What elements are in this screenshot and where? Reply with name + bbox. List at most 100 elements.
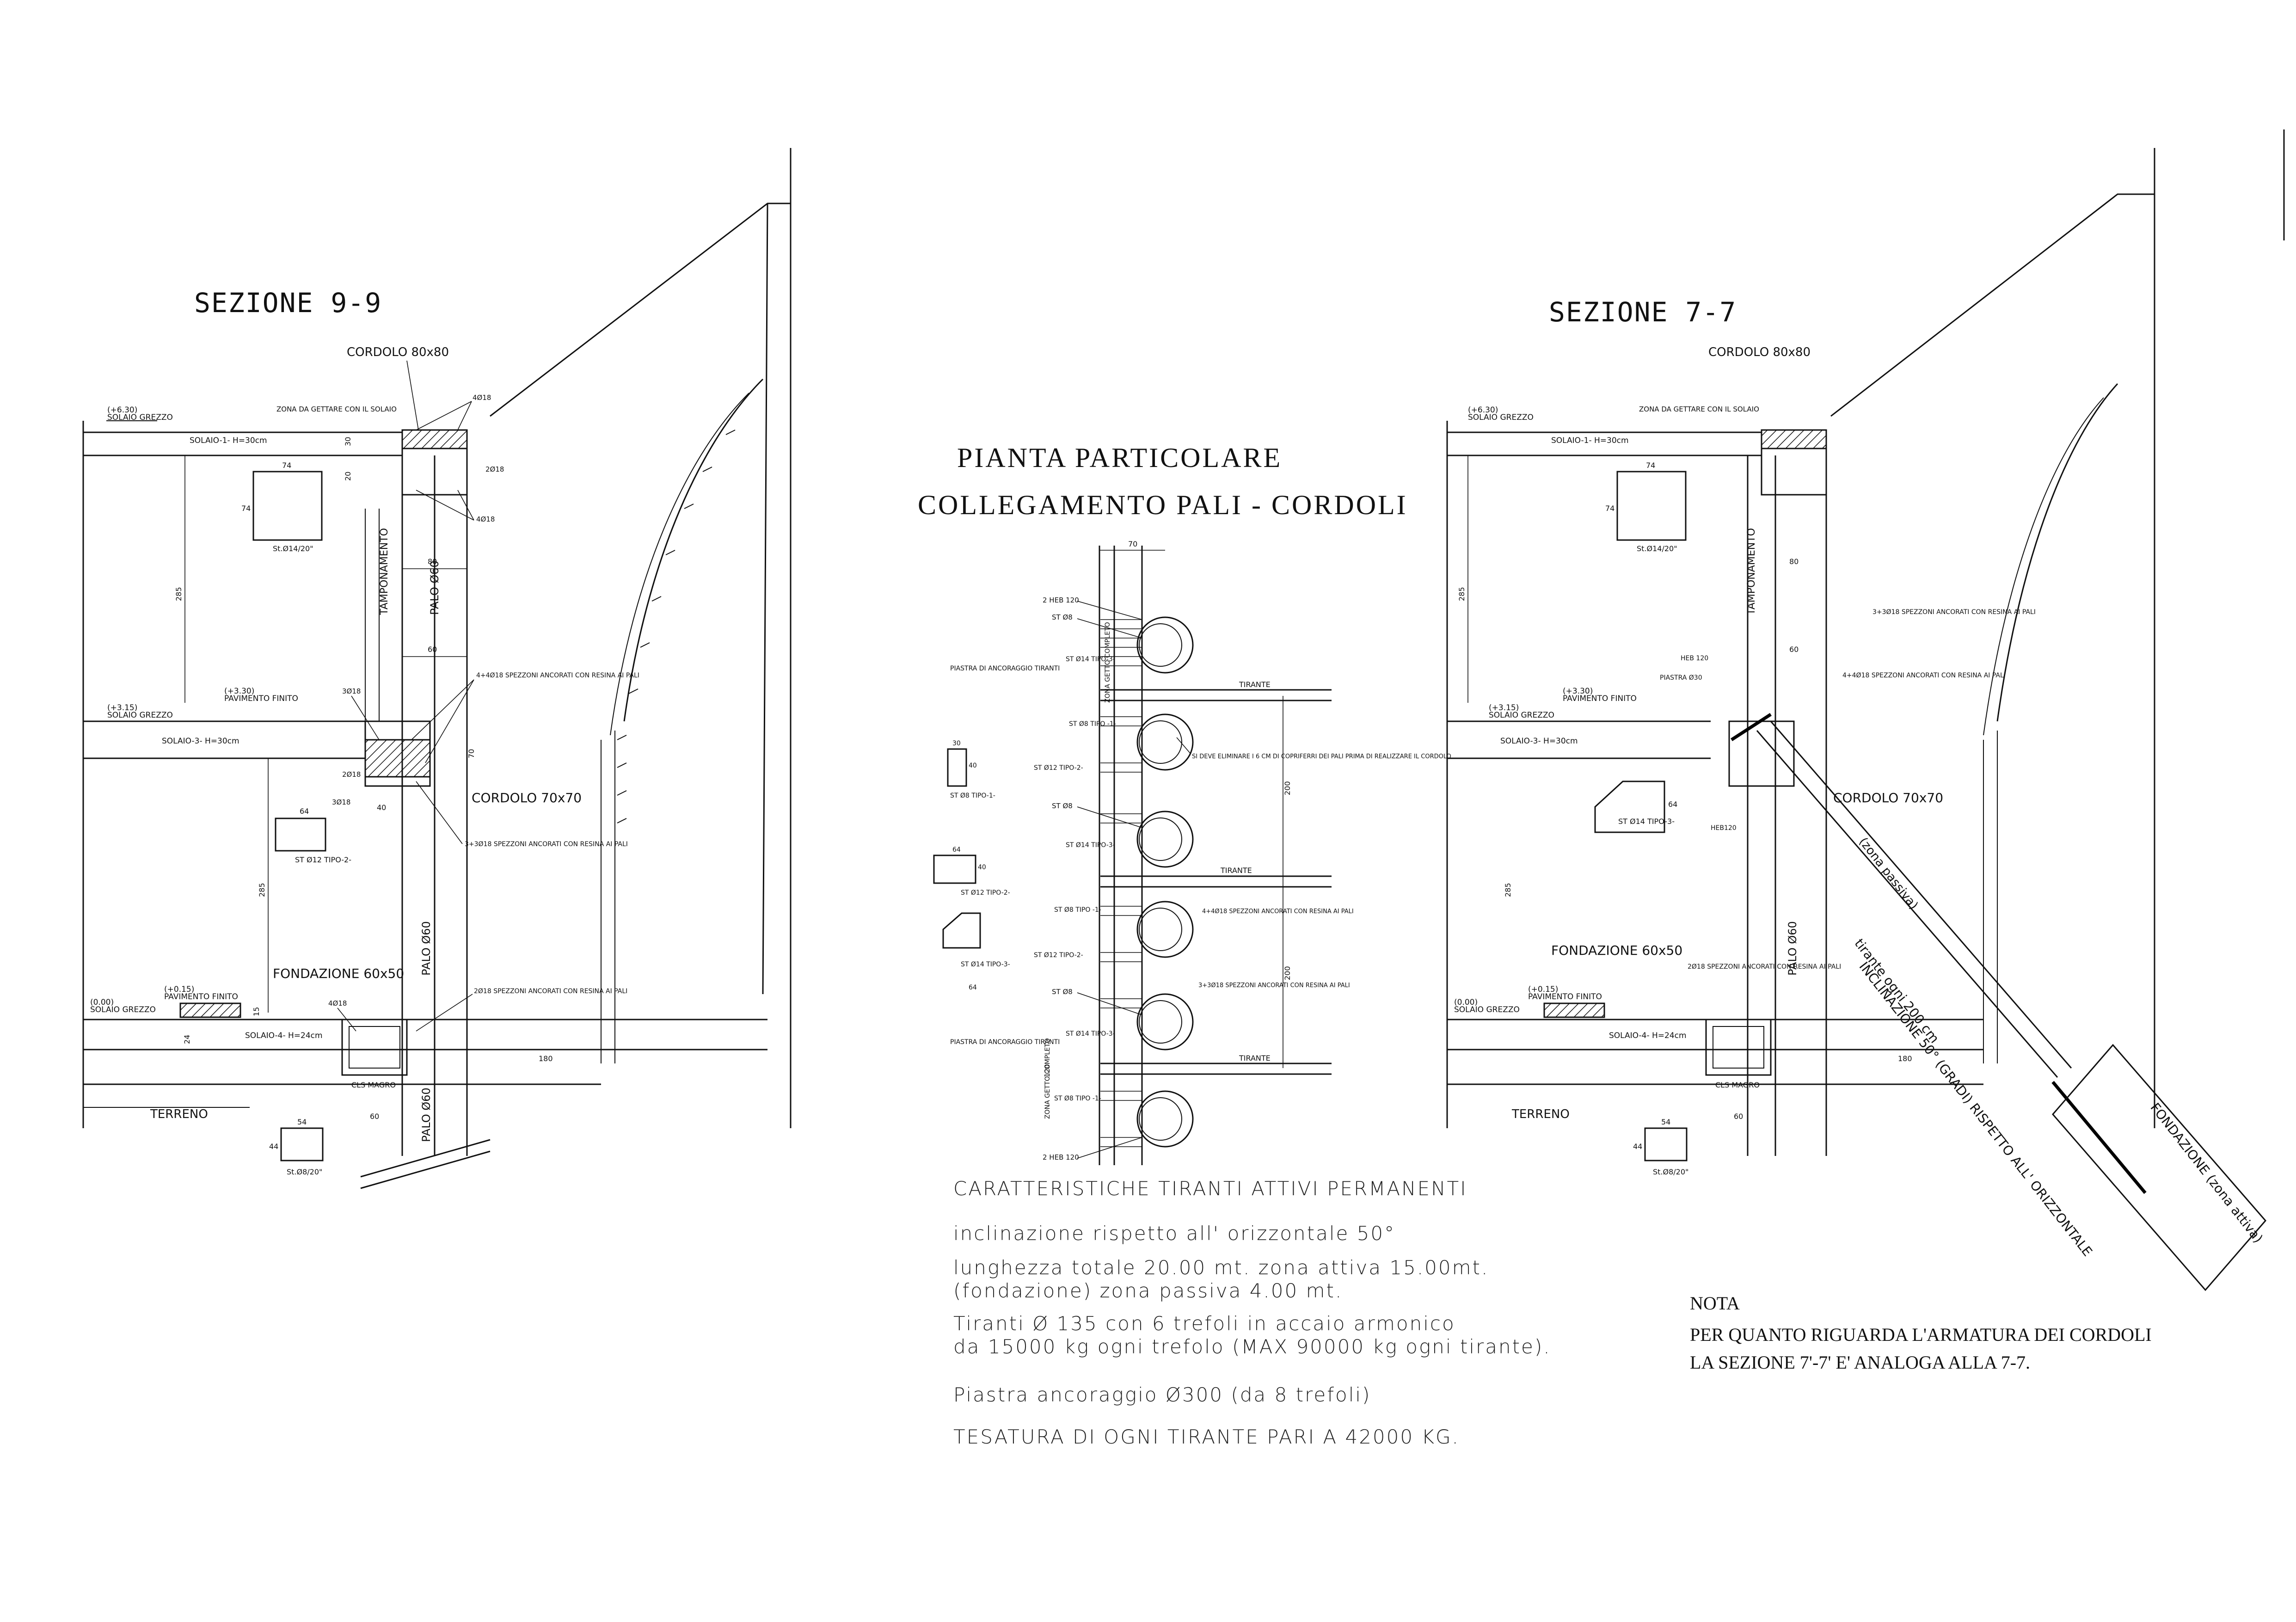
fondazione-label: FONDAZIONE 60x50 xyxy=(273,966,404,981)
plan-d120: 120 xyxy=(1043,1064,1051,1077)
mid-solaio-level: (+3.15) xyxy=(107,703,137,713)
st14-label-77: St.Ø14/20" xyxy=(1637,544,1677,553)
dim-60-b: 60 xyxy=(370,1112,379,1121)
stirrup-st8-77 xyxy=(1644,1127,1688,1161)
key-st14-tipo3 xyxy=(942,912,981,949)
cordolo-top-label-77: CORDOLO 80x80 xyxy=(1708,345,1811,359)
slope-line xyxy=(490,203,791,417)
char-line2: lunghezza totale 20.00 mt. zona attiva 1… xyxy=(953,1256,1489,1279)
low-solaio-label: SOLAIO GREZZO xyxy=(90,1005,156,1014)
dim-285-b: 285 xyxy=(258,883,266,897)
palo-60-c: PALO Ø60 xyxy=(420,1087,433,1142)
palo-60-a: PALO Ø60 xyxy=(428,560,441,615)
key-d40: 40 xyxy=(969,762,977,769)
plan-st12-a: ST Ø12 TIPO-2- xyxy=(1034,764,1083,772)
low-level-label-77: (0.00) xyxy=(1454,998,1478,1007)
cordolo-70x70-hatch xyxy=(364,739,431,778)
stirrup-st14-tipo3-77 xyxy=(1594,780,1665,833)
dim-60: 60 xyxy=(428,645,437,654)
low-pav-label: PAVIMENTO FINITO xyxy=(164,992,238,1001)
bars-top-4d18-b: 4Ø18 xyxy=(476,515,495,523)
si-deve-label: SI DEVE ELIMINARE I 6 CM DI COPRIFERRI D… xyxy=(1192,753,1451,760)
dim-64: 64 xyxy=(300,807,309,816)
top-level-label-77: (+6.30) xyxy=(1468,406,1498,415)
st8-label: St.Ø8/20" xyxy=(287,1167,322,1176)
cls-magro-label: CLS MAGRO xyxy=(351,1081,396,1089)
mid-level-label-77: (+3.30) xyxy=(1563,687,1593,696)
wall-right-edge xyxy=(762,203,768,995)
plan-st8-b: ST Ø8 xyxy=(1052,802,1073,810)
bars-top-4d18: 4Ø18 xyxy=(473,393,491,402)
char-line3: (fondazione) zona passiva 4.00 mt. xyxy=(953,1279,1343,1302)
key-d64a: 64 xyxy=(952,846,961,854)
stirrup-st8 xyxy=(280,1127,324,1161)
spezzoni-3: 3+3Ø18 SPEZZONI ANCORATI CON RESINA AI P… xyxy=(1198,982,1350,989)
spezzoni-a-77: 3+3Ø18 SPEZZONI ANCORATI CON RESINA AI P… xyxy=(1872,608,2036,616)
solaio4-label-77: SOLAIO-4- H=24cm xyxy=(1609,1031,1687,1040)
tamponamento-label-77: TAMPONAMENTO xyxy=(1746,528,1757,615)
characteristics-block: CARATTERISTICHE TIRANTI ATTIVI PERMANENT… xyxy=(953,1177,1550,1448)
plan-title-1: PIANTA PARTICOLARE xyxy=(957,442,1282,473)
zona-passiva-label: (zona passiva) xyxy=(1856,835,1921,912)
piastra-77: PIASTRA Ø30 xyxy=(1660,674,1702,682)
slope-line-77 xyxy=(1830,193,2155,417)
fondazione-label-77: FONDAZIONE 60x50 xyxy=(1551,943,1682,958)
mid-pav-label-77: PAVIMENTO FINITO xyxy=(1563,694,1637,703)
plan-particolare: PIANTA PARTICOLARE COLLEGAMENTO PALI - C… xyxy=(918,442,1451,1165)
section-9-9: SEZIONE 9-9 (+6.30) SOLAIO GREZZO SOLAIO… xyxy=(82,148,792,1189)
top-solaio-label: SOLAIO GREZZO xyxy=(107,413,173,422)
bars-fond-4d18: 4Ø18 xyxy=(328,999,347,1008)
section-9-9-title: SEZIONE 9-9 xyxy=(194,287,382,319)
arch-stone-ticks xyxy=(617,430,736,823)
key-st12-tipo2 xyxy=(933,854,976,884)
note-line1: PER QUANTO RIGUARDA L'ARMATURA DEI CORDO… xyxy=(1690,1324,2152,1345)
dim-40: 40 xyxy=(377,803,386,812)
stirrup-st14-77 xyxy=(1616,471,1687,541)
low-pav-level-77: (+0.15) xyxy=(1528,985,1558,994)
dim-80: 80 xyxy=(428,557,437,566)
terreno-label: TERRENO xyxy=(150,1107,208,1121)
dim-285b-77: 285 xyxy=(1504,883,1512,897)
cordolo-mid-label: CORDOLO 70x70 xyxy=(472,790,582,805)
zona-gettare-label: ZONA DA GETTARE CON IL SOLAIO xyxy=(276,405,397,413)
mid-level-label: (+3.30) xyxy=(224,687,254,696)
note-heading: NOTA xyxy=(1690,1293,1740,1314)
tiranti xyxy=(1100,689,1332,1075)
spezzoni-c-77: 2Ø18 SPEZZONI ANCORATI CON RESINA AI PAL… xyxy=(1688,963,1841,971)
st12-label: ST Ø12 TIPO-2- xyxy=(295,855,351,864)
st14-label: St.Ø14/20" xyxy=(273,544,313,553)
arch-outer xyxy=(623,378,764,722)
key-st8-tipo1-label: ST Ø8 TIPO-1- xyxy=(950,792,995,799)
dim-15: 15 xyxy=(252,1007,261,1016)
key-st14-tipo3-label: ST Ø14 TIPO-3- xyxy=(961,961,1010,968)
plan-st8-tipo1-a: ST Ø8 TIPO -1- xyxy=(1069,720,1116,728)
key-d40b: 40 xyxy=(978,864,986,871)
plan-st14-a: ST Ø14 TIPO-3- xyxy=(1066,656,1115,663)
solaio4-label: SOLAIO-4- H=24cm xyxy=(245,1031,323,1040)
key-st8-tipo1 xyxy=(947,748,967,787)
dim-180: 180 xyxy=(539,1054,553,1063)
note-block: NOTA PER QUANTO RIGUARDA L'ARMATURA DEI … xyxy=(1690,1293,2152,1373)
dim-24: 24 xyxy=(183,1035,191,1044)
dim-44-77: 44 xyxy=(1633,1142,1642,1151)
key-st12-tipo2-label: ST Ø12 TIPO-2- xyxy=(961,889,1010,897)
spezzoni-4: 4+4Ø18 SPEZZONI ANCORATI CON RESINA AI P… xyxy=(1202,908,1354,915)
plan-title-2: COLLEGAMENTO PALI - CORDOLI xyxy=(918,490,1408,520)
dim-30: 30 xyxy=(344,437,352,446)
plan-st12-b: ST Ø12 TIPO-2- xyxy=(1034,952,1083,959)
char-line7: TESATURA DI OGNI TIRANTE PARI A 42000 KG… xyxy=(953,1425,1460,1448)
bars-mid-3d18-b: 3Ø18 xyxy=(332,798,350,806)
low-level-label: (0.00) xyxy=(90,998,114,1007)
top-solaio-label-77: SOLAIO GREZZO xyxy=(1468,413,1534,422)
bars-top-2d18: 2Ø18 xyxy=(485,465,504,473)
dim-74-b: 74 xyxy=(241,504,251,513)
palo-60-b: PALO Ø60 xyxy=(420,921,433,976)
cordolo-top-label: CORDOLO 80x80 xyxy=(347,345,449,359)
plan-d70: 70 xyxy=(1128,540,1137,548)
section-7-7: SEZIONE 7-7 (+6.30) SOLAIO GREZZO SOLAIO… xyxy=(1446,148,2266,1291)
fondazione-60x50 xyxy=(341,1019,408,1076)
dim-285-a: 285 xyxy=(174,587,183,601)
spezzoni-b: 3+3Ø18 SPEZZONI ANCORATI CON RESINA AI P… xyxy=(465,841,628,848)
mid-solaio-label: SOLAIO GREZZO xyxy=(107,711,173,720)
fondazione-zona-attiva xyxy=(2052,1044,2266,1291)
